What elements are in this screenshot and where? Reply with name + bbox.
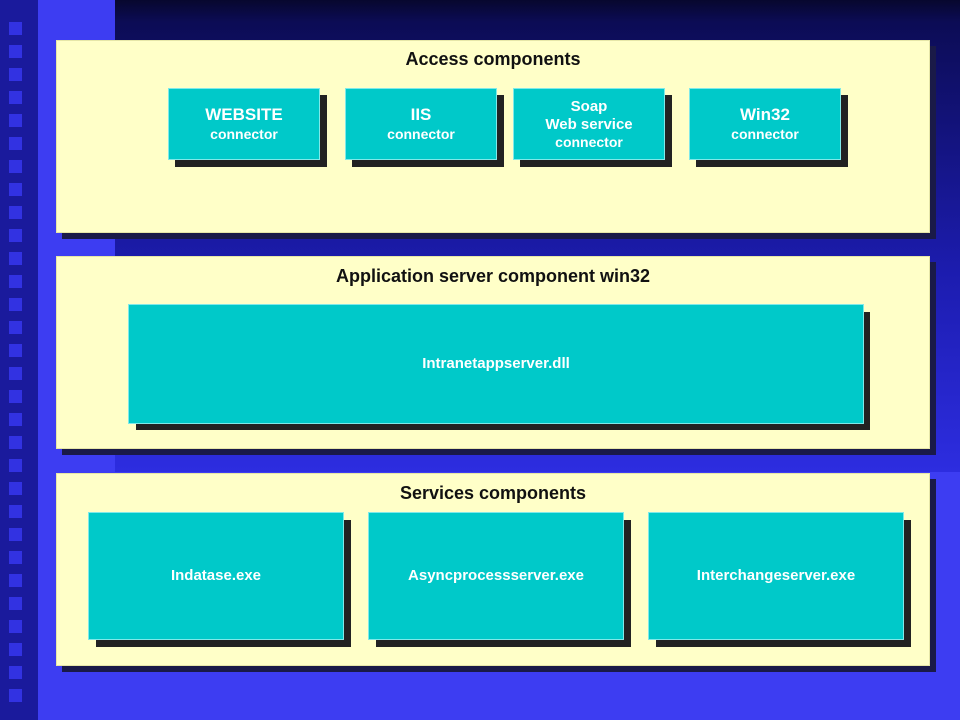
box-line-1: IIS xyxy=(410,105,432,125)
decor-square xyxy=(9,91,22,104)
decor-square xyxy=(9,413,22,426)
intranetappserver-dll-box: Intranetappserver.dll xyxy=(128,304,864,424)
decor-square xyxy=(9,22,22,35)
decor-square xyxy=(9,137,22,150)
decor-square xyxy=(9,68,22,81)
decor-square xyxy=(9,551,22,564)
box-line-2: connector xyxy=(210,125,278,142)
box-line-1: Soap xyxy=(570,97,608,115)
decor-square xyxy=(9,229,22,242)
box-line-2: connector xyxy=(731,125,799,142)
decor-square xyxy=(9,45,22,58)
interchangeserver-exe-box: Interchangeserver.exe xyxy=(648,512,904,640)
soap-web-service-connector-box: Soap Web service connector xyxy=(513,88,665,160)
box-label: Interchangeserver.exe xyxy=(696,567,856,584)
access-panel-title: Access components xyxy=(405,49,581,69)
decor-square xyxy=(9,275,22,288)
decor-square xyxy=(9,620,22,633)
decor-square xyxy=(9,390,22,403)
decor-square xyxy=(9,252,22,265)
indatase-exe-box: Indatase.exe xyxy=(88,512,344,640)
background-top-band xyxy=(115,0,960,22)
decor-square xyxy=(9,597,22,610)
decor-square xyxy=(9,436,22,449)
decor-square xyxy=(9,643,22,656)
appserver-panel-title: Application server component win32 xyxy=(335,266,651,286)
box-line-2: connector xyxy=(387,125,455,142)
box-line-3: connector xyxy=(555,133,623,150)
background-left-strip xyxy=(0,0,38,720)
iis-connector-box: IIS connector xyxy=(345,88,497,160)
box-label: Indatase.exe xyxy=(170,567,262,584)
services-panel-title: Services components xyxy=(399,483,587,503)
box-line-1: WEBSITE xyxy=(205,105,283,125)
decor-square xyxy=(9,344,22,357)
decor-square xyxy=(9,666,22,679)
decor-square xyxy=(9,160,22,173)
decor-square xyxy=(9,505,22,518)
decor-square xyxy=(9,528,22,541)
decor-square xyxy=(9,298,22,311)
decor-square xyxy=(9,459,22,472)
decor-square xyxy=(9,574,22,587)
website-connector-box: WEBSITE connector xyxy=(168,88,320,160)
decor-square xyxy=(9,367,22,380)
box-label: Asyncprocessserver.exe xyxy=(408,567,584,584)
asyncprocessserver-exe-box: Asyncprocessserver.exe xyxy=(368,512,624,640)
win32-connector-box: Win32 connector xyxy=(689,88,841,160)
box-label: Intranetappserver.dll xyxy=(422,355,570,372)
decor-square xyxy=(9,183,22,196)
decor-square xyxy=(9,689,22,702)
decor-square xyxy=(9,206,22,219)
decor-square xyxy=(9,482,22,495)
box-line-2: Web service xyxy=(545,115,633,133)
decor-square xyxy=(9,321,22,334)
box-line-1: Win32 xyxy=(740,105,790,125)
decor-square xyxy=(9,114,22,127)
